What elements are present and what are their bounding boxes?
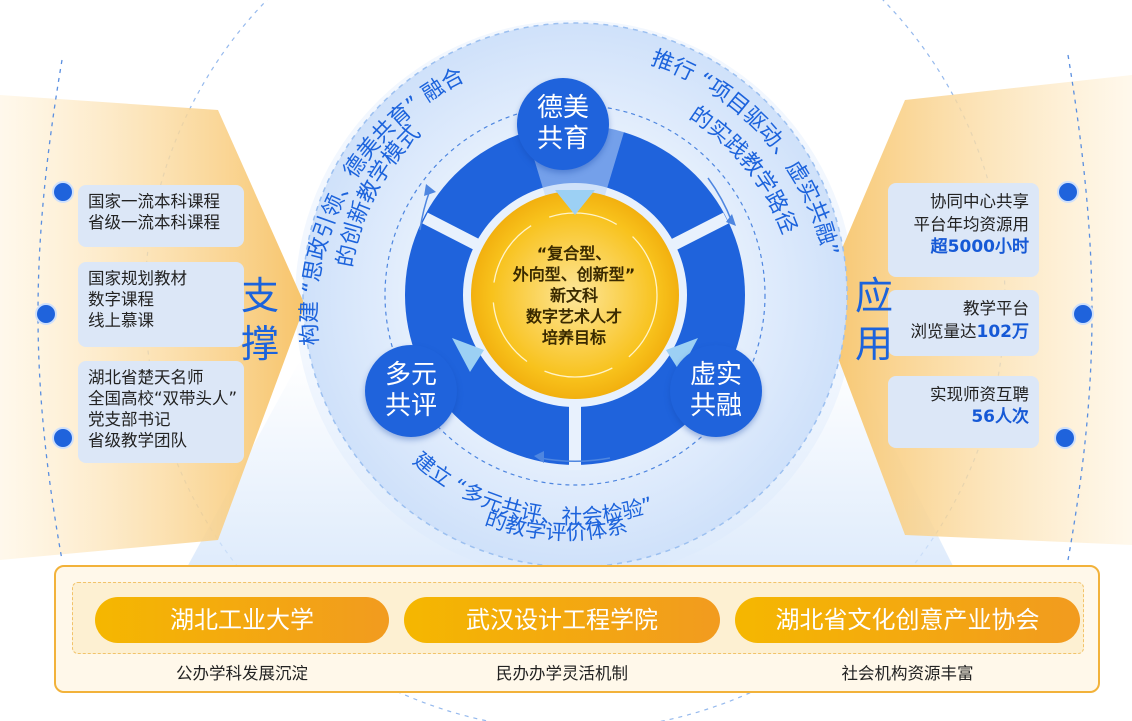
left-dot-1	[52, 181, 74, 203]
left-dot-2	[35, 303, 57, 325]
application-group-2-highlight: 102万	[976, 322, 1030, 342]
support-group-2: 国家规划教材 数字课程 线上慕课	[78, 262, 244, 347]
application-group-3: 实现师资互聘 56人次	[888, 376, 1039, 448]
support-title-char-1: 支	[240, 274, 279, 318]
support-group-3-line-4: 省级教学团队	[88, 431, 187, 450]
partner-pill-3: 湖北省文化创意产业协会	[735, 597, 1080, 643]
support-group-1: 国家一流本科课程 省级一流本科课程	[78, 185, 244, 247]
right-dot-1	[1057, 181, 1079, 203]
center-line-3: 新文科	[549, 286, 598, 305]
center-line-1: “复合型、	[536, 244, 612, 263]
partner-caption-3: 社会机构资源丰富	[841, 664, 974, 683]
support-title: 支 撑	[238, 272, 282, 368]
node-left-line-1: 多元	[384, 360, 437, 390]
support-group-3: 湖北省楚天名师 全国高校“双带头人” 党支部书记 省级教学团队	[78, 361, 244, 463]
application-group-2-line-1: 教学平台	[963, 299, 1029, 318]
center-line-5: 培养目标	[541, 328, 606, 347]
support-title-char-2: 撑	[240, 322, 279, 366]
partner-caption-2: 民办办学灵活机制	[496, 664, 628, 683]
application-group-1-line-1: 协同中心共享	[930, 192, 1029, 211]
application-group-1-line-2: 平台年均资源用	[913, 215, 1030, 234]
support-group-1-line-1: 国家一流本科课程	[88, 192, 220, 211]
application-title-char-1: 应	[854, 274, 893, 318]
support-group-1-line-2: 省级一流本科课程	[88, 213, 220, 232]
right-dot-2	[1072, 303, 1094, 325]
support-group-2-line-2: 数字课程	[88, 290, 154, 309]
node-top: 德美 共育	[517, 78, 609, 170]
partner-pill-2: 武汉设计工程学院	[404, 597, 720, 643]
application-group-1: 协同中心共享 平台年均资源用 超5000小时	[888, 183, 1039, 277]
node-right: 虚实 共融	[670, 345, 762, 437]
support-group-2-line-3: 线上慕课	[88, 311, 154, 330]
node-left: 多元 共评	[365, 345, 457, 437]
application-group-2: 教学平台 浏览量达102万	[888, 290, 1039, 356]
support-group-3-line-2: 全国高校“双带头人”	[88, 389, 238, 408]
application-group-1-highlight: 超5000小时	[930, 237, 1029, 257]
application-title: 应 用	[852, 272, 896, 368]
node-top-line-2: 共育	[536, 124, 589, 154]
application-group-3-highlight: 56人次	[971, 407, 1029, 427]
support-group-3-line-3: 党支部书记	[88, 410, 171, 429]
node-top-line-1: 德美	[536, 93, 589, 123]
right-dot-3	[1054, 427, 1076, 449]
support-group-2-line-1: 国家规划教材	[88, 269, 187, 288]
center-goal: “复合型、 外向型、创新型” 新文科 数字艺术人才 培养目标	[488, 243, 660, 348]
center-line-2: 外向型、创新型”	[512, 265, 636, 284]
partner-caption-1: 公办学科发展沉淀	[176, 664, 308, 683]
node-right-line-1: 虚实	[689, 360, 742, 390]
support-group-3-line-1: 湖北省楚天名师	[88, 368, 204, 387]
node-right-line-2: 共融	[689, 391, 742, 421]
left-dot-3	[52, 427, 74, 449]
application-group-3-line-1: 实现师资互聘	[930, 385, 1029, 404]
center-line-4: 数字艺术人才	[525, 307, 622, 326]
application-group-2-prefix: 浏览量达	[910, 322, 977, 341]
partner-pill-1: 湖北工业大学	[95, 597, 389, 643]
application-title-char-2: 用	[854, 322, 893, 366]
node-left-line-2: 共评	[384, 391, 437, 421]
